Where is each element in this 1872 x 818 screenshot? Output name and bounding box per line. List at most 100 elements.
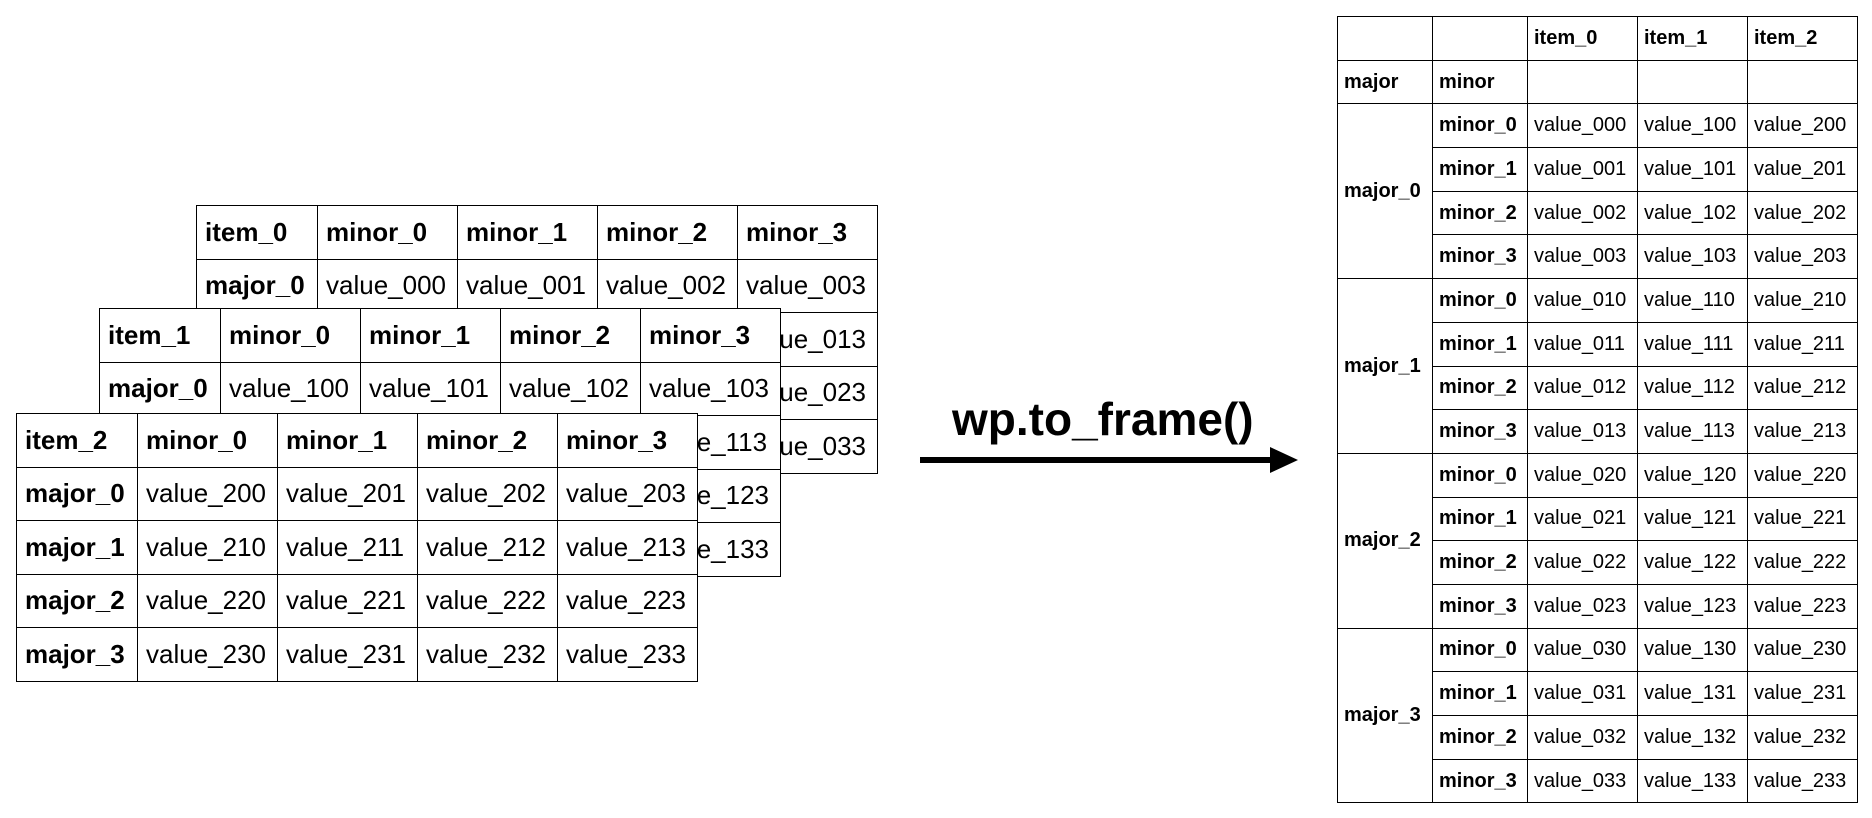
major-group-label: major_2 xyxy=(1337,452,1433,629)
minor-header: minor_0 xyxy=(137,413,278,468)
value-cell: value_223 xyxy=(557,573,698,628)
value-cell: value_220 xyxy=(1747,452,1858,498)
value-cell: value_023 xyxy=(1527,583,1638,629)
minor-label: minor_0 xyxy=(1432,627,1528,673)
minor-label: minor_3 xyxy=(1432,583,1528,629)
value-cell: value_002 xyxy=(1527,190,1638,236)
value-cell: value_201 xyxy=(277,466,418,521)
table-row: major_2 minor_0 value_020 value_120 valu… xyxy=(1337,452,1858,629)
table-row: minor_2 value_032 value_132 value_232 xyxy=(1338,715,1858,760)
minor-label: minor_1 xyxy=(1432,671,1528,716)
arrow-right-icon xyxy=(920,447,1298,473)
value-cell: value_032 xyxy=(1527,715,1638,760)
value-cell: value_012 xyxy=(1527,365,1638,411)
major-label: major_0 xyxy=(196,258,318,313)
minor-label: minor_2 xyxy=(1432,715,1528,760)
table-row: major_1 minor_0 value_010 value_110 valu… xyxy=(1337,278,1858,454)
minor-label: minor_0 xyxy=(1432,103,1528,149)
value-cell: value_013 xyxy=(1527,409,1638,454)
value-cell: value_103 xyxy=(1637,234,1748,280)
table-row: minor_1 value_021 value_121 value_221 xyxy=(1338,496,1858,542)
value-cell: value_231 xyxy=(277,627,418,682)
value-cell: value_223 xyxy=(1747,583,1858,629)
table-row: minor_1 value_031 value_131 value_231 xyxy=(1338,671,1858,716)
value-cell: value_003 xyxy=(737,258,878,313)
major-group-label: major_0 xyxy=(1337,103,1433,280)
minor-label: minor_3 xyxy=(1432,234,1528,280)
minor-label: minor_1 xyxy=(1432,147,1528,192)
item-header: item_2 xyxy=(1747,16,1858,61)
value-cell: value_030 xyxy=(1527,627,1638,673)
value-cell: value_133 xyxy=(1637,758,1748,804)
panel-item-label: item_1 xyxy=(99,308,221,363)
value-cell: value_202 xyxy=(1747,190,1858,236)
minor-label: minor_3 xyxy=(1432,758,1528,804)
value-cell: value_231 xyxy=(1747,671,1858,716)
value-cell: value_203 xyxy=(1747,234,1858,280)
value-cell: value_011 xyxy=(1527,321,1638,367)
panel-table-item-2: item_2 minor_0 minor_1 minor_2 minor_3 m… xyxy=(16,413,698,682)
value-cell: value_003 xyxy=(1527,234,1638,280)
table-row: minor_3 value_033 value_133 value_233 xyxy=(1338,758,1858,804)
value-cell: value_000 xyxy=(1527,103,1638,149)
panel-header-row: item_1 minor_0 minor_1 minor_2 minor_3 xyxy=(99,308,781,363)
value-cell: value_103 xyxy=(640,361,781,416)
major-label: major_0 xyxy=(99,361,221,416)
table-row: minor_3 value_013 value_113 value_213 xyxy=(1338,409,1858,454)
value-cell: value_210 xyxy=(1747,278,1858,323)
value-cell: value_230 xyxy=(1747,627,1858,673)
value-cell: value_232 xyxy=(417,627,558,682)
value-cell: value_232 xyxy=(1747,715,1858,760)
value-cell: value_100 xyxy=(1637,103,1748,149)
value-cell: value_100 xyxy=(220,361,361,416)
value-cell: value_210 xyxy=(137,520,278,575)
index-name-row: major minor xyxy=(1337,59,1858,105)
table-row: minor_1 value_001 value_101 value_201 xyxy=(1338,147,1858,192)
value-cell: value_021 xyxy=(1527,496,1638,542)
empty-cell xyxy=(1337,16,1433,61)
table-row: major_3 minor_0 value_030 value_130 valu… xyxy=(1337,627,1858,804)
panel-item-label: item_2 xyxy=(16,413,138,468)
value-cell: value_121 xyxy=(1637,496,1748,542)
value-cell: value_222 xyxy=(417,573,558,628)
item-header: item_0 xyxy=(1527,16,1638,61)
value-cell: value_033 xyxy=(1527,758,1638,804)
table-row: major_3 value_230 value_231 value_232 va… xyxy=(16,627,698,682)
minor-header: minor_2 xyxy=(417,413,558,468)
value-cell: value_101 xyxy=(360,361,501,416)
item-header: item_1 xyxy=(1637,16,1748,61)
value-cell: value_200 xyxy=(1747,103,1858,149)
value-cell: value_233 xyxy=(557,627,698,682)
value-cell: value_031 xyxy=(1527,671,1638,716)
value-cell: value_123 xyxy=(1637,583,1748,629)
minor-header: minor_2 xyxy=(597,205,738,260)
minor-label: minor_2 xyxy=(1432,365,1528,411)
value-cell: value_212 xyxy=(417,520,558,575)
value-cell: value_203 xyxy=(557,466,698,521)
value-cell: value_000 xyxy=(317,258,458,313)
value-cell: value_102 xyxy=(500,361,641,416)
minor-header: minor_0 xyxy=(220,308,361,363)
value-cell: value_112 xyxy=(1637,365,1748,411)
major-group-label: major_1 xyxy=(1337,278,1433,454)
value-cell: value_111 xyxy=(1637,321,1748,367)
value-cell: value_022 xyxy=(1527,540,1638,585)
minor-label: minor_1 xyxy=(1432,496,1528,542)
major-group-label: major_3 xyxy=(1337,627,1433,804)
value-cell: value_120 xyxy=(1637,452,1748,498)
value-cell: value_213 xyxy=(557,520,698,575)
value-cell: value_001 xyxy=(457,258,598,313)
value-cell: value_102 xyxy=(1637,190,1748,236)
value-cell: value_212 xyxy=(1747,365,1858,411)
value-cell: value_221 xyxy=(1747,496,1858,542)
value-cell: value_233 xyxy=(1747,758,1858,804)
index-name-minor: minor xyxy=(1432,59,1528,105)
minor-header: minor_0 xyxy=(317,205,458,260)
value-cell: value_001 xyxy=(1527,147,1638,192)
table-row: major_0 value_100 value_101 value_102 va… xyxy=(99,361,781,416)
result-header-row: item_0 item_1 item_2 xyxy=(1337,16,1858,61)
minor-header: minor_1 xyxy=(457,205,598,260)
value-cell: value_213 xyxy=(1747,409,1858,454)
table-row: minor_3 value_003 value_103 value_203 xyxy=(1338,234,1858,280)
minor-header: minor_1 xyxy=(277,413,418,468)
